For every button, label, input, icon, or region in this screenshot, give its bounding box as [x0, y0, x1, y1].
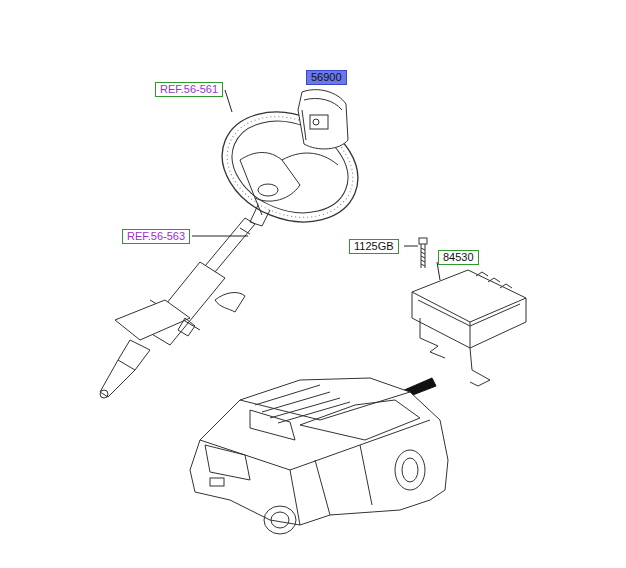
callout-box: 84530: [438, 250, 479, 265]
passenger-airbag: [412, 270, 526, 386]
callout-box: 1125GB: [349, 239, 399, 254]
leader-lines: [192, 90, 440, 280]
callout-number: REF.56-563: [127, 230, 185, 242]
bolt: [419, 238, 427, 268]
driver-airbag: [298, 90, 348, 149]
vehicle: [190, 378, 448, 534]
callout-box: 56900: [306, 70, 347, 85]
callout-number: 56900: [311, 71, 342, 83]
callout-box: REF.56-563: [122, 229, 190, 244]
callout-number: REF.56-561: [160, 83, 218, 95]
callout-number: 84530: [443, 251, 474, 263]
callout-box: REF.56-561: [155, 82, 223, 97]
callout-number: 1125GB: [354, 240, 394, 252]
steering-wheel: [206, 93, 375, 242]
steering-column: [100, 218, 255, 398]
